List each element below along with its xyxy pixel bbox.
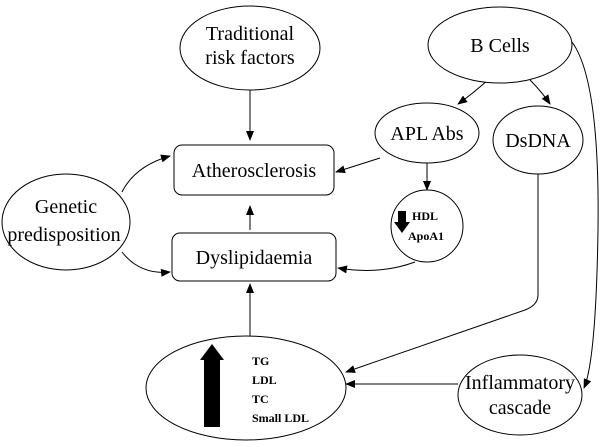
edge-bcells-to-inflammatory xyxy=(571,41,599,389)
traditional-risk-factors-line-2: risk factors xyxy=(205,47,295,69)
node-apl-abs: APL Abs xyxy=(374,102,480,164)
hdl-label: HDL xyxy=(412,209,438,223)
genetic-predisposition-line-2: predisposition xyxy=(7,224,120,246)
dsdna-label: DsDNA xyxy=(505,130,571,152)
lipid-ldl: LDL xyxy=(252,373,277,387)
hdl-apoa1-ellipse xyxy=(390,189,464,263)
node-genetic-predisposition: Genetic predisposition xyxy=(1,173,131,271)
dyslipidaemia-label: Dyslipidaemia xyxy=(196,247,313,269)
dyslipidaemia-box xyxy=(171,232,337,282)
up-arrow-icon xyxy=(200,344,224,427)
node-traditional-risk-factors: Traditional risk factors xyxy=(179,5,321,91)
node-inflammatory-cascade: Inflammatory cascade xyxy=(457,354,583,436)
node-hdl-apoa1: HDL ApoA1 xyxy=(390,189,464,263)
lipid-tc: TC xyxy=(252,392,269,406)
apl-abs-ellipse xyxy=(374,102,480,164)
b-cells-ellipse xyxy=(427,6,573,84)
lipid-small-ldl: Small LDL xyxy=(252,411,309,425)
inflammatory-cascade-line-1: Inflammatory xyxy=(465,372,575,394)
node-b-cells: B Cells xyxy=(427,6,573,84)
b-cells-label: B Cells xyxy=(470,35,530,57)
genetic-predisposition-ellipse xyxy=(1,173,131,271)
edge-bcells-to-dsdna xyxy=(529,79,551,105)
node-lipids: TG LDL TC Small LDL xyxy=(145,335,347,441)
lipids-ellipse xyxy=(145,335,347,441)
atherosclerosis-label: Atherosclerosis xyxy=(192,160,317,182)
node-atherosclerosis: Atherosclerosis xyxy=(173,144,335,196)
edge-dsdna-to-lipids xyxy=(345,172,539,373)
apoa1-label: ApoA1 xyxy=(408,229,444,243)
edge-aplabs-to-atherosclerosis xyxy=(335,157,381,174)
edge-genetic-to-dyslipidaemia xyxy=(121,251,171,277)
apl-abs-label: APL Abs xyxy=(390,123,463,145)
edge-genetic-to-atherosclerosis xyxy=(121,154,171,193)
down-arrow-icon xyxy=(394,211,410,233)
genetic-predisposition-line-1: Genetic xyxy=(35,196,97,218)
atherosclerosis-box xyxy=(173,144,335,196)
traditional-risk-factors-ellipse xyxy=(179,5,321,91)
traditional-risk-factors-line-1: Traditional xyxy=(206,23,295,45)
node-dyslipidaemia: Dyslipidaemia xyxy=(171,232,337,282)
dsdna-ellipse xyxy=(492,105,584,175)
inflammatory-cascade-ellipse xyxy=(457,354,583,436)
node-dsdna: DsDNA xyxy=(492,105,584,175)
lipid-tg: TG xyxy=(252,354,269,368)
edge-hdl-to-dyslipidaemia xyxy=(337,261,416,274)
inflammatory-cascade-line-2: cascade xyxy=(489,397,551,419)
edges xyxy=(121,41,599,389)
